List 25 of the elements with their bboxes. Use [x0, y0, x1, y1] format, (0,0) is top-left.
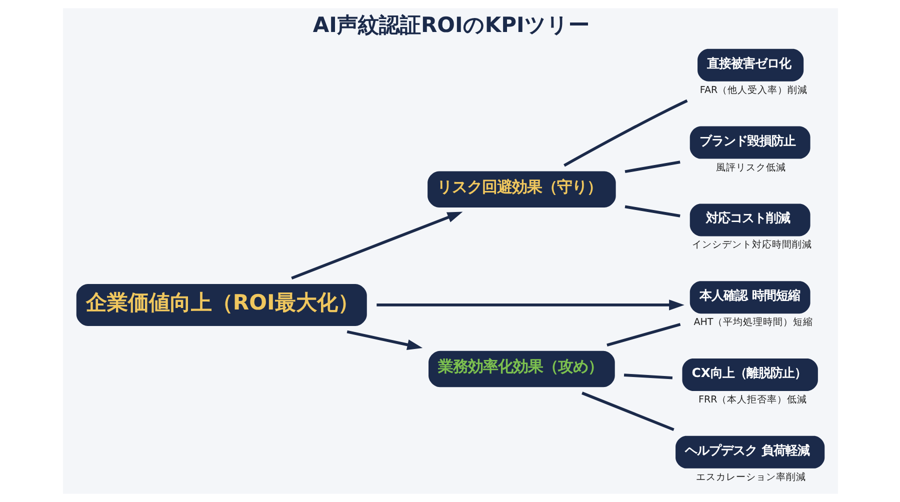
arrow — [346, 330, 422, 350]
node-label: FRR（本人拒否率）低減 — [698, 394, 807, 406]
node-label: エスカレーション率削減 — [696, 472, 806, 483]
node-box: 本人確認 時間短縮 — [689, 281, 810, 314]
node-box: ブランド毀損防止 — [689, 126, 810, 159]
arrow — [376, 300, 684, 310]
node-box: 直接被害ゼロ化 — [697, 48, 804, 82]
arrow — [290, 212, 462, 280]
node-box: リスク回避効果（守り） — [427, 171, 616, 208]
node-box: 業務効率化効果（攻め） — [428, 350, 614, 388]
node-label: インシデント対応時間削減 — [691, 240, 812, 251]
node-box: ヘルプデスク 負荷軽減 — [675, 436, 824, 468]
connector — [606, 323, 680, 346]
connector — [624, 160, 680, 174]
node-box: 対応コスト削減 — [689, 204, 810, 236]
node-label: FAR（他人受入率）削減 — [699, 84, 808, 96]
connector — [581, 392, 674, 431]
node-label: AHT（平均処理時間）短縮 — [693, 317, 813, 328]
connector — [624, 205, 680, 218]
node-box: CX向上（離脱防止） — [682, 358, 818, 391]
node-label: 風評リスク低減 — [716, 162, 786, 174]
node-box: 企業価値向上（ROI最大化） — [76, 284, 366, 326]
diagram-title: AI声紋認証ROIのKPIツリー — [312, 12, 589, 37]
connector — [623, 374, 672, 380]
connector — [563, 99, 688, 167]
